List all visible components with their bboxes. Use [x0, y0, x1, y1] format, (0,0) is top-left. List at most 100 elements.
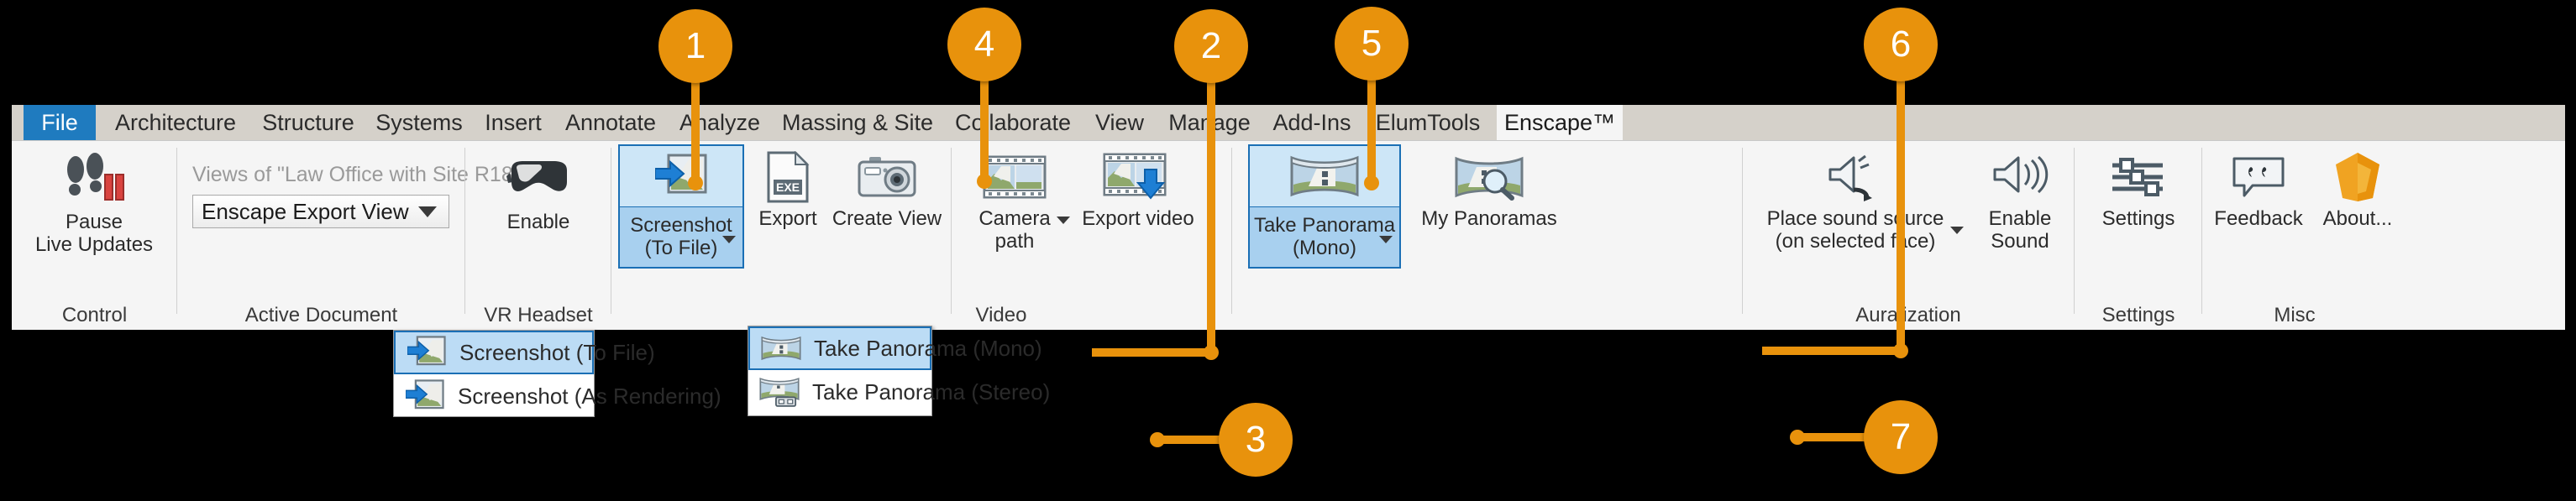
- tab-view[interactable]: View: [1094, 109, 1145, 135]
- tab-collaborate[interactable]: Collaborate: [954, 109, 1072, 135]
- panorama-dropdown-caret[interactable]: [1379, 236, 1393, 243]
- callout-anchor-dot: [1204, 345, 1219, 360]
- footsteps-pause-icon: [20, 146, 168, 211]
- tab-enscape[interactable]: Enscape™: [1497, 105, 1623, 140]
- callout-leader: [1797, 433, 1865, 441]
- speaker-place-icon: [1750, 146, 1960, 208]
- callout-badge-4: 4: [947, 8, 1021, 81]
- export-exe-label: Export: [758, 207, 817, 230]
- callout-anchor-dot: [688, 175, 703, 190]
- view-select[interactable]: Enscape Export View: [192, 195, 449, 228]
- place-sound-source-label: Place sound source (on selected face): [1766, 207, 1944, 253]
- tab-architecture[interactable]: Architecture: [114, 109, 237, 135]
- screenshot-to-file-button[interactable]: Screenshot (To File): [618, 144, 744, 269]
- tab-massing-site[interactable]: Massing & Site: [781, 109, 934, 135]
- enable-sound-label: Enable Sound: [1988, 207, 2052, 253]
- callout-leader: [1157, 436, 1223, 444]
- ribbon-group-active-document: Views of "Law Office with Site R18.rvt":…: [177, 141, 555, 331]
- panorama-menu-item-label: Take Panorama (Mono): [814, 335, 1042, 361]
- about-button[interactable]: About...: [2313, 146, 2402, 231]
- ribbon-group-video: Screenshot (To File) EXE Export: [611, 141, 964, 331]
- group-label-control: Control: [61, 304, 128, 326]
- ribbon-group-auralization: Place sound source (on selected face) E: [1742, 141, 2075, 331]
- view-select-value: Enscape Export View: [202, 198, 409, 224]
- create-view-label: Create View: [832, 207, 942, 230]
- panorama-dropdown-menu[interactable]: Take Panorama (Mono) Take Panorama (Stere…: [748, 326, 1050, 416]
- enable-vr-label: Enable: [506, 211, 570, 233]
- ribbon-group-settings: Settings Settings: [2075, 141, 2202, 331]
- export-video-label: Export video: [1082, 207, 1194, 230]
- export-video-button[interactable]: Export video: [1073, 146, 1203, 231]
- callout-badge-6: 6: [1864, 8, 1938, 81]
- speaker-waves-icon: [1974, 146, 2066, 208]
- group-label-misc: Misc: [2274, 304, 2316, 326]
- callout-badge-3: 3: [1219, 403, 1293, 477]
- callout-badge-5: 5: [1335, 7, 1409, 81]
- pause-live-updates-label: Pause Live Updates: [34, 211, 154, 256]
- enable-sound-button[interactable]: Enable Sound: [1974, 146, 2066, 253]
- screenshot-menu-item-label: Screenshot (To File): [459, 339, 655, 365]
- tab-add-ins[interactable]: Add-Ins: [1272, 109, 1351, 135]
- callout-leader: [980, 74, 989, 181]
- group-label-video: Video: [975, 304, 1027, 326]
- callout-leader: [1367, 74, 1376, 183]
- screenshot-to-file-label: Screenshot (To File): [630, 213, 732, 259]
- callout-anchor-dot: [1893, 343, 1908, 358]
- screenshot-menu-item-1[interactable]: Screenshot (As Rendering): [394, 374, 721, 418]
- camera-path-button[interactable]: Camera path: [963, 146, 1070, 253]
- take-panorama-mono-button[interactable]: Take Panorama (Mono): [1248, 144, 1401, 269]
- feedback-label: Feedback: [2214, 207, 2303, 230]
- panorama-search-icon: [1411, 146, 1567, 208]
- take-panorama-mono-label: Take Panorama (Mono): [1253, 213, 1396, 259]
- tab-file[interactable]: File: [24, 105, 96, 140]
- active-document-note: Views of "Law Office with Site R18.rvt":: [192, 163, 556, 186]
- panorama-icon: [758, 329, 804, 368]
- callout-badge-7: 7: [1864, 400, 1938, 474]
- panorama-menu-item-label: Take Panorama (Stereo): [812, 378, 1051, 404]
- panorama-icon: [1248, 144, 1401, 206]
- callout-anchor-dot: [1790, 430, 1805, 445]
- place-sound-dropdown-caret[interactable]: [1950, 227, 1964, 234]
- screenshot-menu-item-0[interactable]: Screenshot (To File): [394, 331, 655, 374]
- my-panoramas-label: My Panoramas: [1421, 207, 1557, 230]
- camera-path-dropdown-caret[interactable]: [1057, 217, 1070, 224]
- tab-analyze[interactable]: Analyze: [679, 109, 761, 135]
- callout-leader: [1092, 348, 1211, 357]
- group-label-settings: Settings: [2101, 304, 2175, 326]
- callout-anchor-dot: [977, 174, 992, 189]
- settings-button[interactable]: Settings: [2080, 146, 2197, 231]
- about-label: About...: [2322, 207, 2393, 230]
- enscape-shield-icon: [2313, 146, 2402, 208]
- sliders-icon: [2080, 146, 2197, 208]
- ribbon-group-panorama: Take Panorama (Mono): [1231, 141, 1752, 331]
- tab-systems[interactable]: Systems: [375, 109, 463, 135]
- panorama-menu-item-0[interactable]: Take Panorama (Mono): [748, 326, 1042, 370]
- ribbon-panel-body: Pause Live Updates Control Views of "Law…: [12, 140, 2565, 330]
- callout-leader: [691, 76, 700, 183]
- export-exe-button[interactable]: EXE Export: [749, 146, 826, 231]
- screenshot-export-icon: [618, 144, 744, 206]
- my-panoramas-button[interactable]: My Panoramas: [1411, 146, 1567, 231]
- feedback-button[interactable]: Feedback: [2207, 146, 2310, 231]
- pause-live-updates-button[interactable]: Pause Live Updates: [20, 146, 168, 257]
- place-sound-source-button[interactable]: Place sound source (on selected face): [1750, 146, 1964, 253]
- group-label-active-document: Active Document: [244, 304, 398, 326]
- screenshot-export-icon: [402, 377, 448, 415]
- tab-elumtools[interactable]: ElumTools: [1375, 109, 1481, 135]
- enable-vr-button[interactable]: Enable: [472, 146, 605, 234]
- group-label-auralization: Auralization: [1855, 304, 1961, 326]
- panorama-menu-item-1[interactable]: Take Panorama (Stereo): [748, 370, 1050, 414]
- callout-leader: [1762, 347, 1901, 355]
- film-strip-download-icon: [1073, 146, 1203, 208]
- tab-insert[interactable]: Insert: [485, 109, 542, 135]
- screenshot-dropdown-menu[interactable]: Screenshot (To File) Screenshot (As Rende…: [393, 330, 721, 418]
- callout-leader: [1897, 76, 1905, 351]
- camera-path-label: Camera path: [978, 207, 1051, 253]
- callout-leader: [1207, 76, 1215, 352]
- chevron-down-icon: [418, 206, 437, 217]
- tab-structure[interactable]: Structure: [262, 109, 354, 135]
- callout-badge-1: 1: [658, 9, 732, 83]
- screenshot-dropdown-caret[interactable]: [722, 236, 736, 243]
- tab-annotate[interactable]: Annotate: [564, 109, 657, 135]
- create-view-button[interactable]: Create View: [828, 146, 946, 231]
